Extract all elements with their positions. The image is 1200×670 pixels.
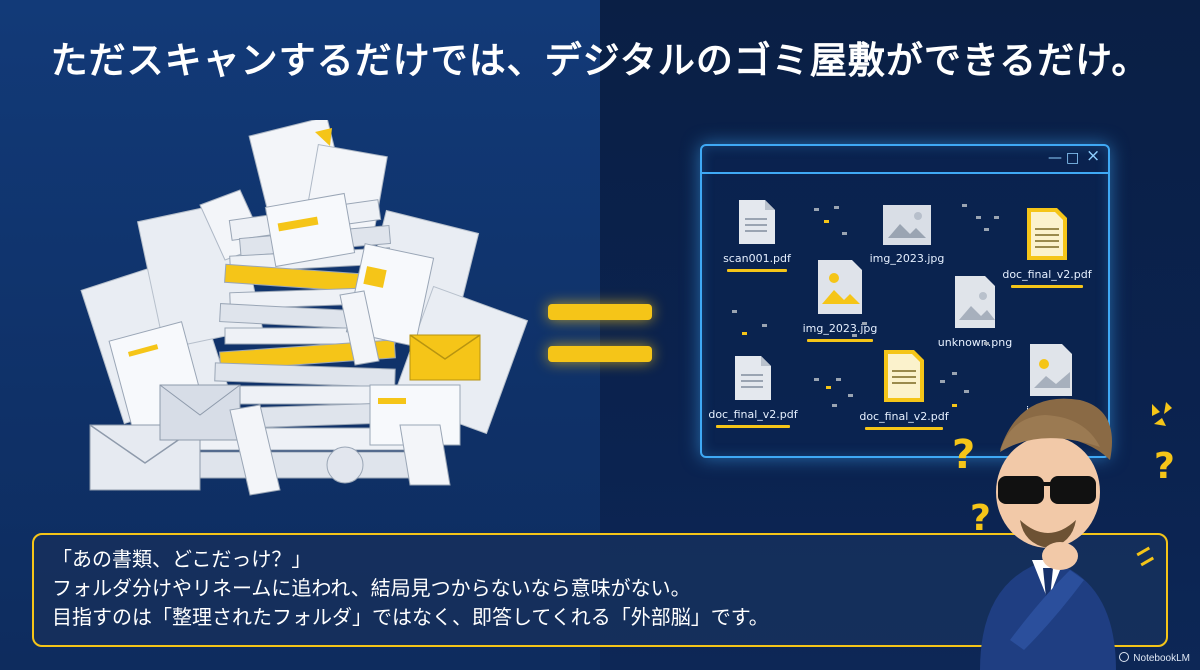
noise-speck bbox=[814, 378, 819, 381]
file-underline bbox=[727, 269, 787, 272]
document-icon bbox=[735, 356, 771, 400]
svg-text:?: ? bbox=[1154, 446, 1175, 487]
file-item[interactable]: img_2023.jpg bbox=[867, 204, 947, 265]
noise-speck bbox=[984, 342, 989, 345]
file-underline bbox=[865, 427, 943, 430]
noise-speck bbox=[824, 220, 829, 223]
noise-speck bbox=[940, 380, 945, 383]
file-item[interactable]: unknown.png bbox=[930, 274, 1020, 349]
file-item[interactable]: scan001.pdf bbox=[722, 198, 792, 272]
noise-speck bbox=[742, 332, 747, 335]
envelopes bbox=[89, 334, 481, 491]
noise-speck bbox=[984, 228, 989, 231]
headline: ただスキャンするだけでは、デジタルのゴミ屋敷ができるだけ。 bbox=[50, 39, 1150, 82]
noise-speck bbox=[964, 390, 969, 393]
noise-speck bbox=[842, 232, 847, 235]
noise-speck bbox=[994, 216, 999, 219]
file-item[interactable]: img_2023.jpg bbox=[800, 258, 880, 342]
caption-line-1: 「あの書類、どこだっけ？」 bbox=[52, 547, 312, 571]
svg-text:?: ? bbox=[952, 432, 975, 478]
caption-line-2: フォルダ分けやリネームに追われ、結局見つからないなら意味がない。 bbox=[52, 576, 691, 600]
equals-sign bbox=[548, 300, 652, 370]
file-name: doc_final_v2.pdf bbox=[859, 410, 949, 423]
watermark-text: NotebookLM bbox=[1133, 653, 1190, 664]
folded-corner bbox=[315, 128, 332, 146]
file-item[interactable]: doc_final_v2.pdf bbox=[1002, 206, 1092, 288]
file-name: scan001.pdf bbox=[723, 252, 791, 265]
file-underline bbox=[716, 425, 790, 428]
file-explorer-window: — □ × scan001.pdf img_2023.jpg doc_final… bbox=[700, 144, 1110, 458]
noise-speck bbox=[952, 404, 957, 407]
noise-speck bbox=[862, 322, 867, 325]
noise-speck bbox=[834, 206, 839, 209]
noise-speck bbox=[852, 334, 857, 337]
file-item[interactable]: doc_final_v2.pdf bbox=[856, 348, 952, 430]
document-icon bbox=[1027, 208, 1067, 260]
noise-speck bbox=[832, 404, 837, 407]
crumpled-paper bbox=[326, 446, 364, 484]
close-button[interactable]: × bbox=[1086, 146, 1101, 166]
file-underline bbox=[807, 339, 873, 342]
file-name: img_2023.jpg bbox=[869, 252, 945, 265]
file-name: doc_final_v2.pdf bbox=[1002, 268, 1092, 281]
noise-speck bbox=[762, 324, 767, 327]
confused-businessman-character: ? ? ? bbox=[952, 398, 1175, 670]
noise-speck bbox=[732, 310, 737, 313]
noise-speck bbox=[962, 204, 967, 207]
caption-line-3: 目指すのは「整理されたフォルダ」ではなく、即答してくれる「外部脳」です。 bbox=[52, 605, 769, 629]
caption-box: 「あの書類、どこだっけ？」 フォルダ分けやリネームに追われ、結局見つからないなら… bbox=[32, 533, 1168, 647]
noise-speck bbox=[836, 378, 841, 381]
file-underline bbox=[1011, 285, 1083, 288]
document-icon bbox=[884, 350, 924, 402]
image-icon bbox=[1030, 344, 1072, 396]
frustration-icon bbox=[1152, 402, 1172, 426]
minimize-button[interactable]: — bbox=[1048, 150, 1062, 166]
image-icon bbox=[955, 276, 995, 328]
question-mark-icons: ? ? ? bbox=[952, 432, 1175, 539]
maximize-button[interactable]: □ bbox=[1066, 150, 1080, 166]
file-item[interactable]: doc_final_v2.pdf bbox=[708, 354, 798, 428]
receipts bbox=[229, 290, 451, 496]
noise-speck bbox=[952, 372, 957, 375]
file-name: doc_final_v2.pdf bbox=[708, 408, 798, 421]
file-name: unknown.png bbox=[937, 336, 1013, 349]
notebooklm-watermark: NotebookLM bbox=[1119, 652, 1190, 664]
image-icon bbox=[818, 260, 862, 314]
notebooklm-logo-icon bbox=[1119, 652, 1130, 662]
noise-speck bbox=[826, 386, 831, 389]
equals-bar-bottom bbox=[548, 346, 652, 362]
svg-text:?: ? bbox=[970, 498, 991, 539]
file-name: img_2023.jpg bbox=[802, 322, 878, 335]
noise-speck bbox=[848, 394, 853, 397]
window-title-bar: — □ × bbox=[702, 146, 1108, 174]
noise-speck bbox=[976, 216, 981, 219]
paper-pile-illustration bbox=[80, 120, 529, 496]
noise-speck bbox=[814, 208, 819, 211]
document-icon bbox=[739, 200, 775, 244]
equals-bar-top bbox=[548, 304, 652, 320]
image-icon bbox=[883, 205, 931, 245]
